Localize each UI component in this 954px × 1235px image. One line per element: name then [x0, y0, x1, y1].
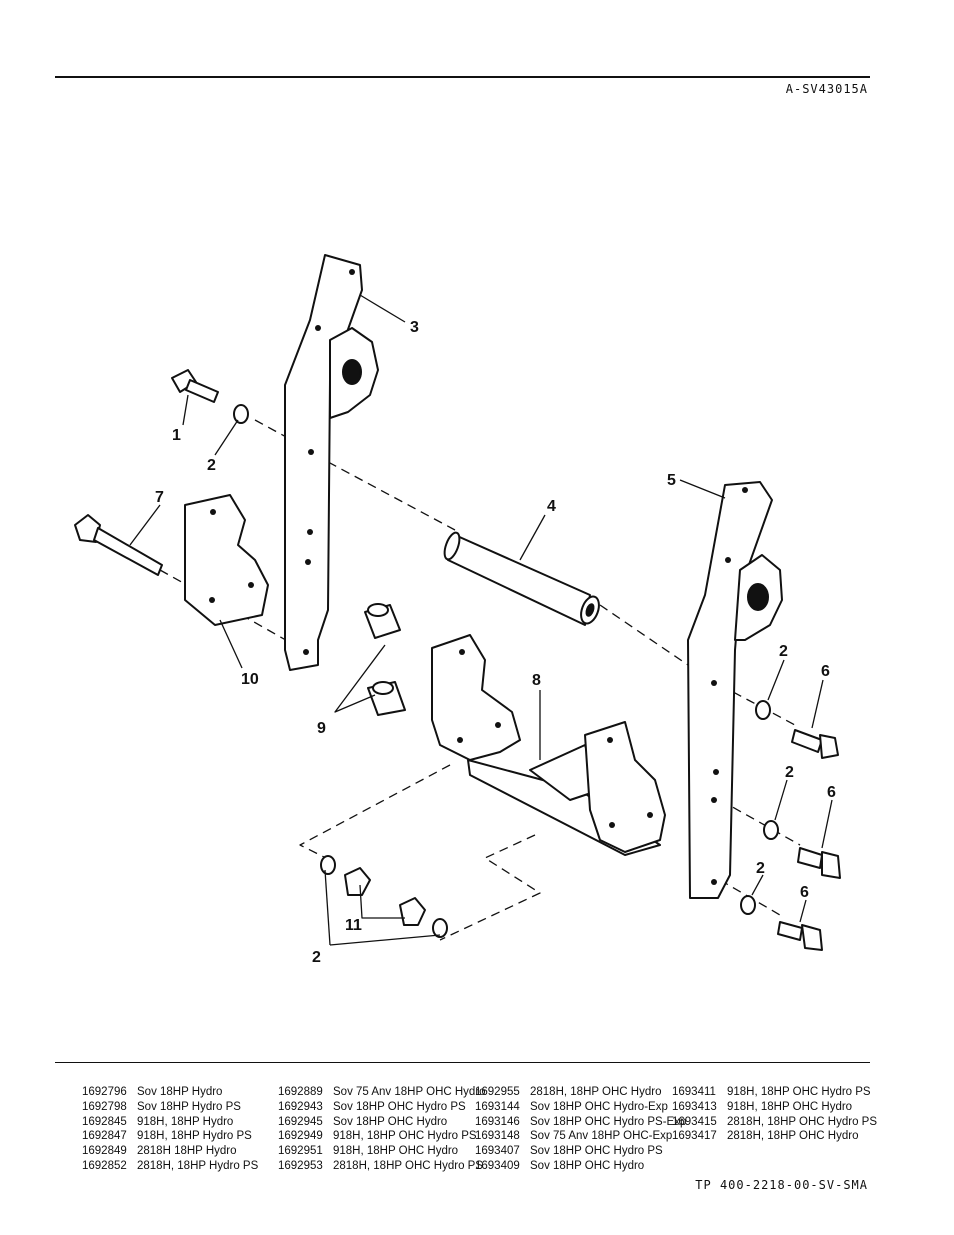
callout-6-bottom: 6: [800, 884, 809, 901]
callout-9: 9: [317, 720, 326, 737]
callout-7: 7: [155, 489, 164, 506]
callout-8: 8: [532, 672, 541, 689]
callout-2-right-bottom: 2: [756, 860, 765, 877]
spacer-tube: [443, 531, 600, 626]
callout-6-mid: 6: [827, 784, 836, 801]
left-mount-plate: [184, 494, 269, 626]
left-frame-bracket: [284, 254, 379, 671]
bottom-rule: [55, 1062, 870, 1063]
callout-2-right-mid: 2: [785, 764, 794, 781]
right-frame-bracket: [687, 481, 783, 899]
washers: [233, 404, 779, 938]
bushings: [364, 603, 406, 716]
callout-11: 11: [345, 917, 362, 934]
long-bolt: [74, 514, 163, 576]
document-number: TP 400-2218-00-SV-SMA: [695, 1178, 868, 1192]
callout-2-right-top: 2: [779, 643, 788, 660]
bolts-right: [777, 729, 841, 951]
callout-2: 2: [207, 457, 216, 474]
callout-6-top: 6: [821, 663, 830, 680]
callout-5: 5: [667, 472, 676, 489]
bolt-upper-left: [171, 369, 219, 403]
top-rule: [55, 76, 870, 78]
callout-4: 4: [547, 498, 556, 515]
nuts: [344, 867, 426, 926]
cross-bracket: [431, 634, 666, 856]
exploded-parts-diagram: 3 1 2 7 4 5 8 10 9 2 6 2 6 2 6 11 2: [74, 254, 841, 966]
drawing-code: A-SV43015A: [785, 82, 868, 96]
callout-2-lower: 2: [312, 949, 321, 966]
callout-1: 1: [172, 427, 181, 444]
callout-10: 10: [241, 671, 259, 688]
callout-3: 3: [410, 319, 419, 336]
